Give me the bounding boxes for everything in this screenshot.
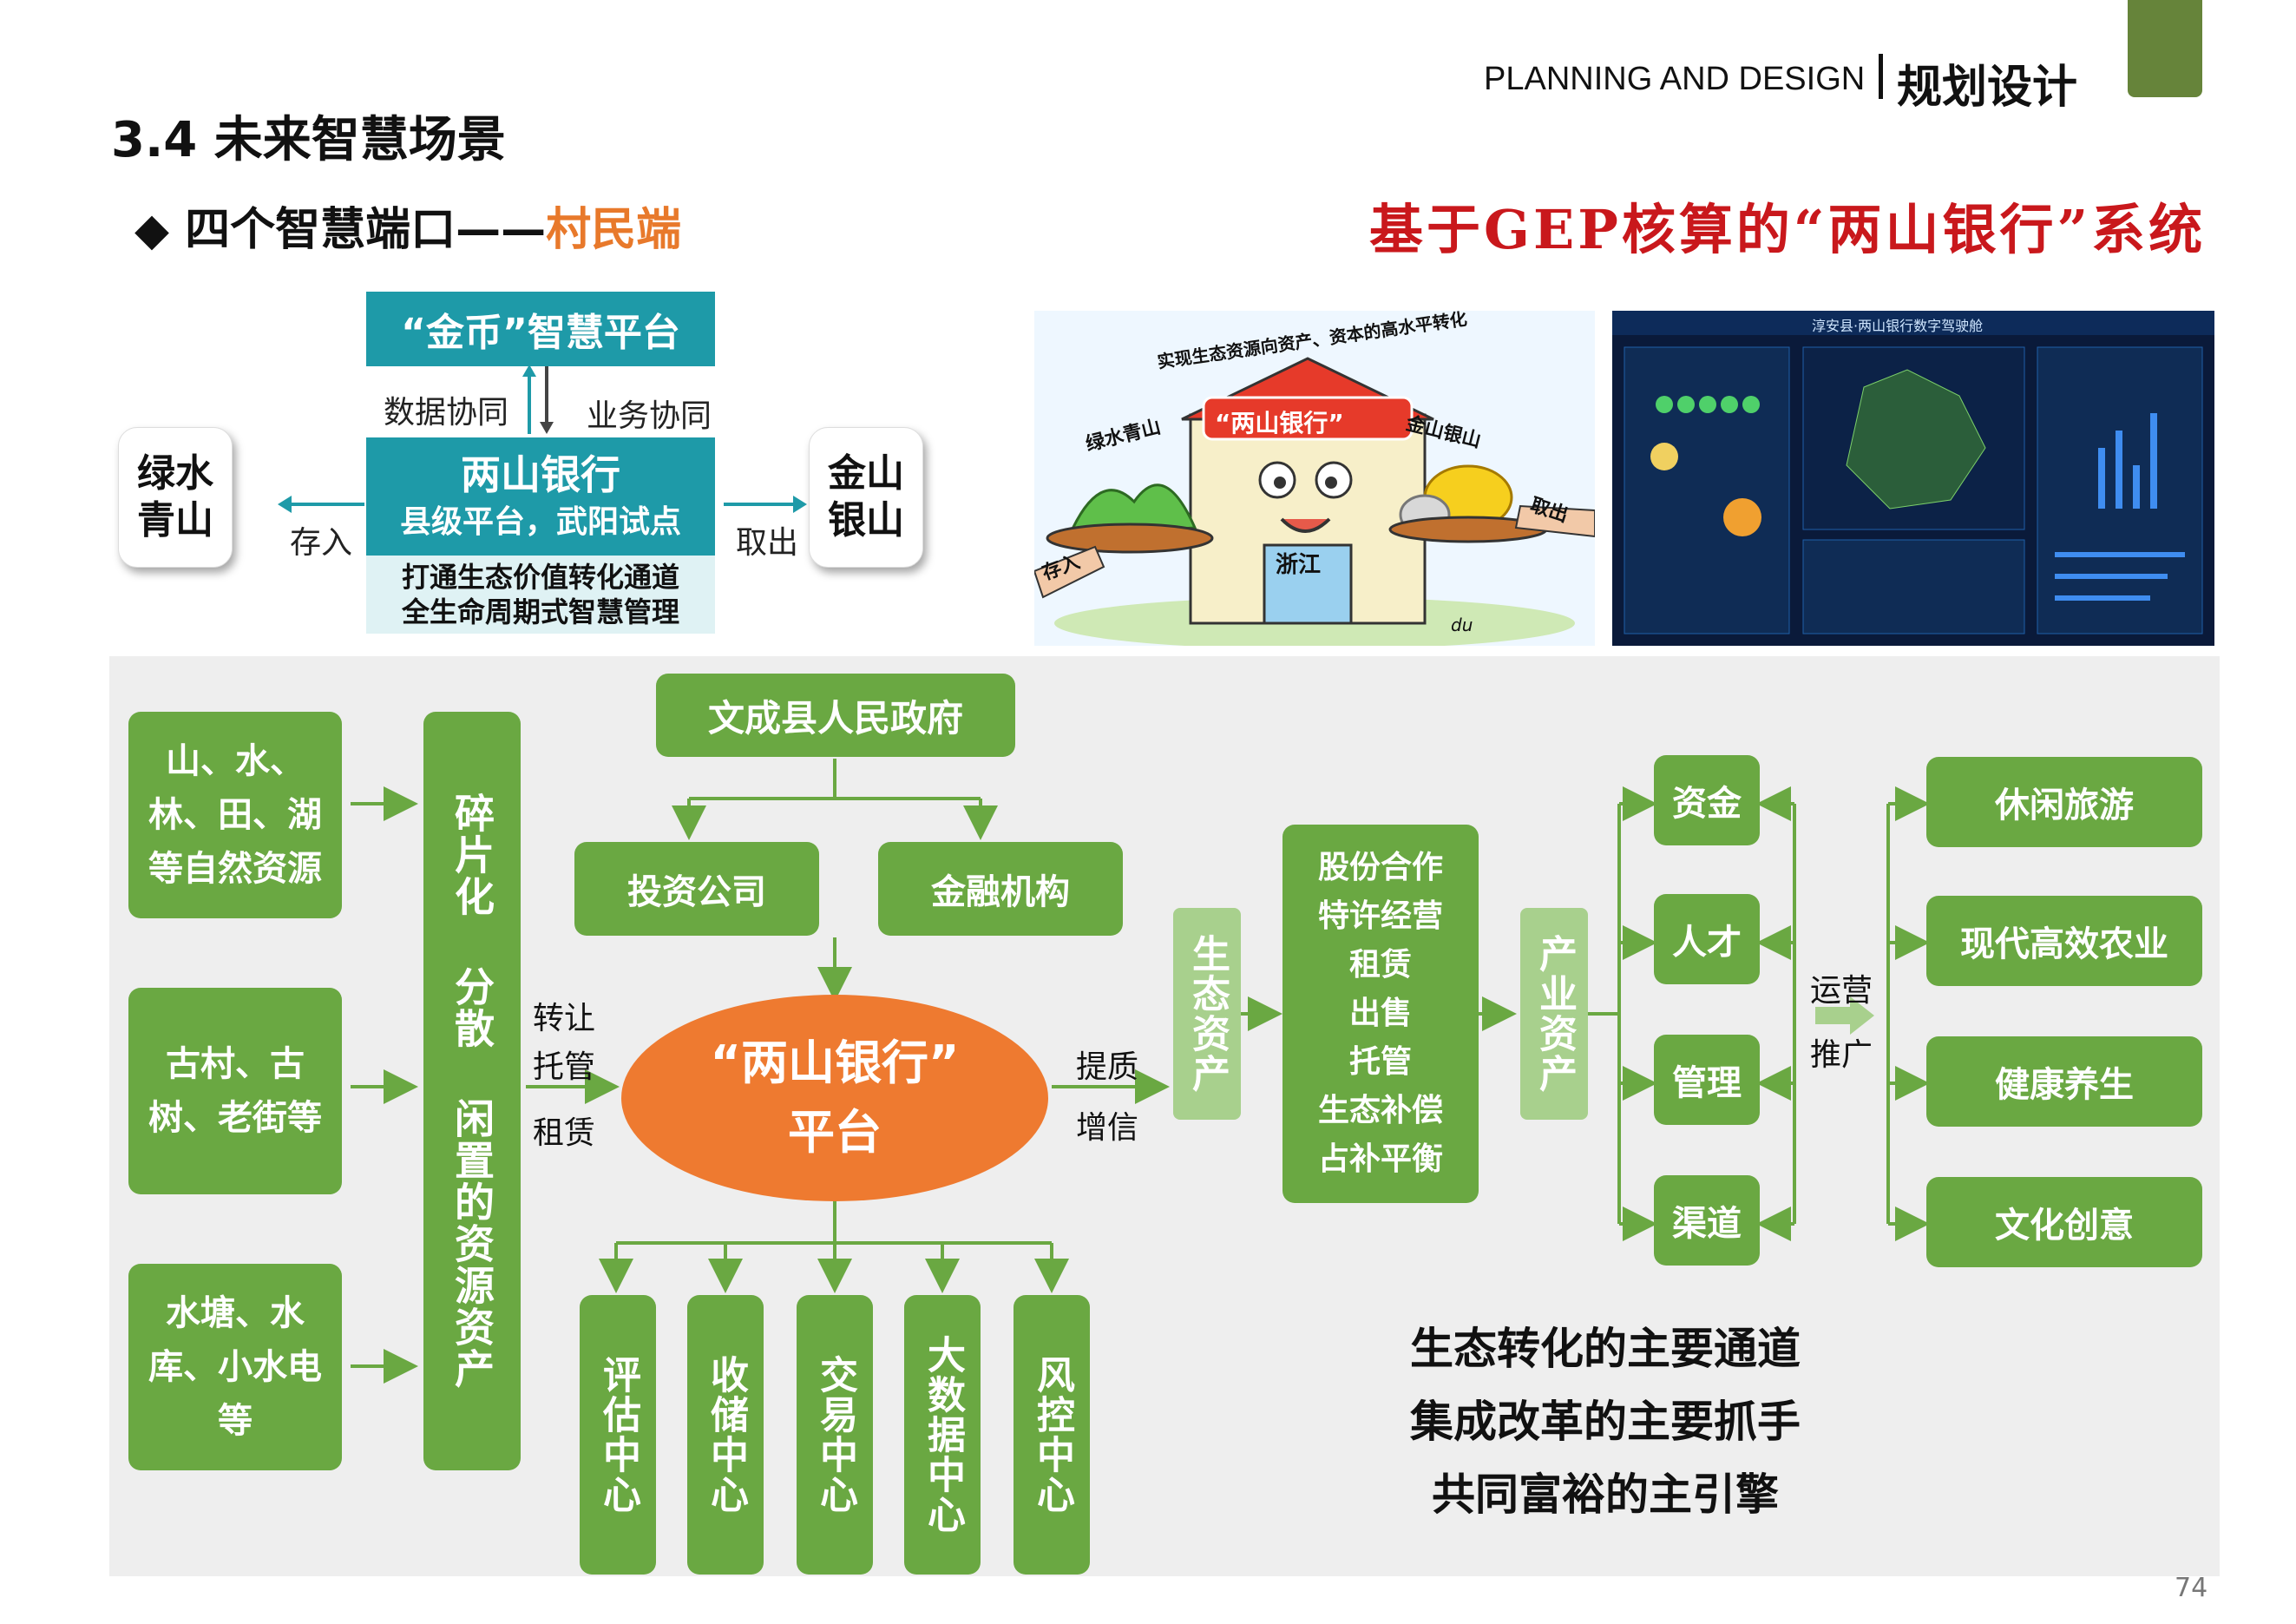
cartoon-illustration: 实现生态资源向资产、资本的高水平转化 “两山银行” 绿水青山 金山银山 存入 取… [1034, 311, 1595, 646]
bank-desc-line2: 全生命周期式智慧管理 [401, 595, 679, 628]
summary-text: 生态转化的主要通道 集成改革的主要抓手 共同富裕的主引擎 [1336, 1312, 1874, 1531]
subtitle-highlight: 村民端 [546, 204, 682, 256]
bank-title: 两山银行 [461, 451, 620, 498]
center-trading: 交易中心 [797, 1295, 873, 1575]
header-english: PLANNING AND DESIGN [1484, 61, 1866, 97]
summary-line1: 生态转化的主要通道 [1410, 1324, 1801, 1374]
eco-asset: 生态资产 [1173, 908, 1241, 1120]
biz-sync-label: 业务协同 [587, 398, 712, 434]
method-compensation: 生态补偿 [1317, 1093, 1443, 1128]
method-sale: 出售 [1348, 996, 1412, 1031]
cartoon-bank-sign: “两山银行” [1215, 409, 1344, 437]
industry-tourism: 休闲旅游 [1926, 757, 2202, 847]
financial-institution: 金融机构 [878, 842, 1123, 936]
center-bigdata: 大数据中心 [904, 1295, 981, 1575]
industry-culture: 文化创意 [1926, 1177, 2202, 1267]
bank-subtitle: 县级平台，武阳试点 [399, 504, 681, 540]
factor-talent: 人才 [1654, 894, 1760, 984]
sync-arrows [522, 365, 554, 434]
industry-asset: 产业资产 [1520, 908, 1588, 1120]
red-title: 基于GEP核算的“两山银行”系统 [1369, 198, 2207, 261]
deposit-label: 存入 [290, 525, 353, 561]
gold-hills-line1: 金山 [828, 451, 904, 496]
bank-desc-box: 打通生态价值转化通道 全生命周期式智慧管理 [366, 556, 715, 634]
bank-box: 两山银行 县级平台，武阳试点 [366, 437, 715, 556]
industry-health: 健康养生 [1926, 1036, 2202, 1127]
fragmented-assets: 碎片化 分散 闲置的资源资产 [423, 712, 521, 1470]
resource-village: 古村、古树、老街等 [128, 988, 342, 1194]
investment-company: 投资公司 [574, 842, 819, 936]
bank-platform-line1: “两山银行” [710, 1036, 960, 1090]
label-credit: 增信 [1076, 1110, 1139, 1146]
method-balance: 占补平衡 [1317, 1141, 1443, 1177]
dashboard-screenshot: 淳安县·两山银行数字驾驶舱 [1612, 311, 2214, 646]
green-hills-card: 绿水青山 [118, 427, 233, 568]
bank-platform-ellipse: “两山银行” 平台 [621, 995, 1048, 1201]
green-hills-line1: 绿水 [137, 451, 213, 496]
gold-hills-card: 金山银山 [809, 427, 923, 568]
dashboard-topbar [1612, 311, 2214, 335]
deposit-arrow [278, 496, 364, 513]
resource-water: 水塘、水库、小水电等 [128, 1264, 342, 1470]
bank-platform-line2: 平台 [788, 1105, 882, 1160]
method-share: 股份合作 [1317, 850, 1443, 885]
gold-hills-line2: 银山 [828, 498, 904, 542]
method-trust: 托管 [1348, 1044, 1412, 1080]
cartoon-drawing [1034, 311, 1595, 646]
subtitle: ◆ 四个智慧端口——村民端 [134, 193, 681, 258]
header-divider [1879, 54, 1883, 99]
label-upgrade: 提质 [1076, 1049, 1139, 1085]
center-storage: 收储中心 [687, 1295, 764, 1575]
factor-channel: 渠道 [1654, 1175, 1760, 1266]
methods-box: 股份合作 特许经营 租赁 出售 托管 生态补偿 占补平衡 [1282, 825, 1479, 1203]
subtitle-prefix: ◆ 四个智慧端口—— [134, 204, 547, 256]
bank-desc-line1: 打通生态价值转化通道 [401, 561, 679, 594]
center-evaluation: 评估中心 [580, 1295, 656, 1575]
label-promote: 推广 [1810, 1037, 1873, 1073]
factor-management: 管理 [1654, 1035, 1760, 1125]
county-government: 文成县人民政府 [656, 674, 1015, 757]
header-chinese: 规划设计 [1897, 62, 2078, 114]
factor-capital: 资金 [1654, 755, 1760, 845]
label-trust: 托管 [533, 1049, 596, 1085]
page-number: 74 [2175, 1573, 2208, 1603]
method-lease: 租赁 [1348, 947, 1412, 983]
data-sync-label: 数据协同 [384, 395, 509, 431]
dashboard-widgets [1624, 346, 2203, 634]
industry-agriculture: 现代高效农业 [1926, 896, 2202, 986]
green-hills-line2: 青山 [137, 498, 213, 542]
withdraw-arrow [724, 496, 807, 513]
resource-natural: 山、水、林、田、湖等自然资源 [128, 712, 342, 918]
label-transfer: 转让 [533, 1001, 596, 1036]
cartoon-door-label: 浙江 [1276, 552, 1322, 578]
summary-line2: 集成改革的主要抓手 [1410, 1397, 1801, 1447]
withdraw-label: 取出 [736, 525, 799, 561]
cartoon-signature: du [1451, 615, 1473, 635]
label-operate: 运营 [1810, 973, 1873, 1009]
smart-platform-box: “金币”智慧平台 [366, 292, 715, 366]
dashboard-title: 淳安县·两山银行数字驾驶舱 [1812, 318, 1984, 334]
section-title: 3.4 未来智慧场景 [111, 112, 506, 168]
center-risk: 风控中心 [1014, 1295, 1090, 1575]
method-franchise: 特许经营 [1317, 898, 1443, 934]
label-lease: 租赁 [533, 1115, 596, 1151]
header-tab-decoration [2128, 0, 2202, 97]
summary-line3: 共同富裕的主引擎 [1432, 1469, 1779, 1520]
